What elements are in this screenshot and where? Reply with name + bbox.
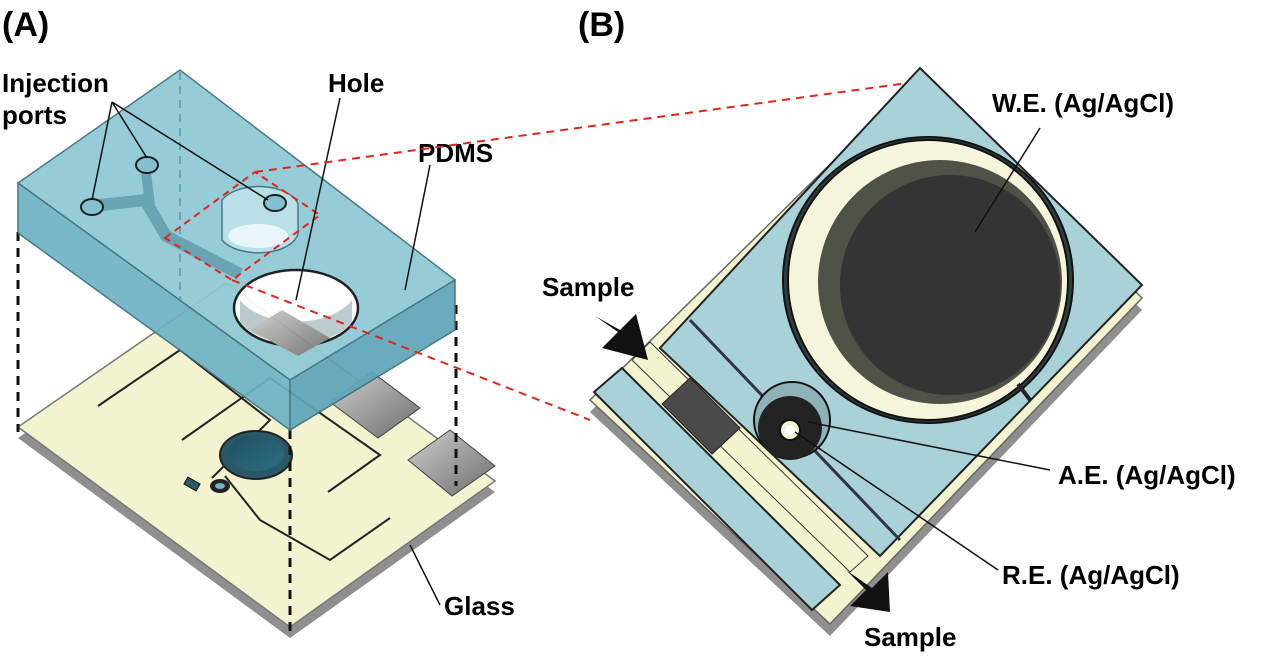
sample-inlet-arrow [595, 314, 648, 360]
reference-electrode [779, 419, 801, 441]
alignment-lines [16, 232, 458, 632]
sample-in-label: Sample [542, 272, 635, 302]
pdms-block [16, 69, 457, 432]
injection-label-line1: Injection [2, 68, 109, 98]
panel-b-label: (B) [578, 6, 625, 44]
sample-out-label: Sample [864, 622, 957, 652]
injection-label-line2: ports [2, 100, 67, 130]
hole-label: Hole [328, 68, 384, 98]
panel-a-label: (A) [2, 6, 49, 44]
leader-lines-b [794, 127, 1051, 571]
panel-b: (B) Sample Sample W.E. (Ag/AgCl) A.E. (A… [542, 6, 1236, 652]
we-label: W.E. (Ag/AgCl) [992, 88, 1174, 118]
zoom-region-box [163, 170, 322, 282]
leader-lines-a [91, 97, 441, 606]
ae-label: A.E. (Ag/AgCl) [1058, 460, 1236, 490]
glass-substrate [16, 282, 497, 638]
panel-a: (A) Injection ports Hole PDMS Glass [2, 6, 515, 638]
working-electrode [782, 136, 1074, 424]
sample-outlet-arrow [846, 570, 890, 612]
glass-label: Glass [444, 591, 515, 621]
channel-wall [592, 366, 842, 612]
pdms-label: PDMS [418, 138, 493, 168]
re-label: R.E. (Ag/AgCl) [1002, 560, 1180, 590]
